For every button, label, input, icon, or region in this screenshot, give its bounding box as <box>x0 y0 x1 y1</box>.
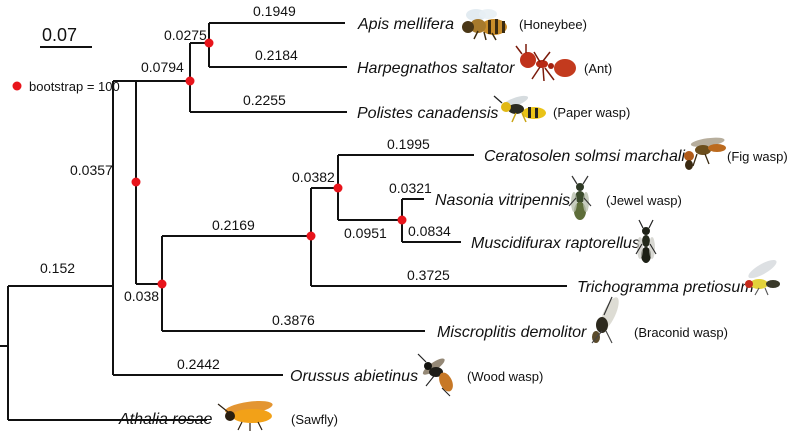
legend-label: bootstrap = 100 <box>29 79 120 94</box>
common-name: (Sawfly) <box>291 412 338 427</box>
bootstrap-dot-icon <box>12 81 22 91</box>
wood-wasp-icon <box>417 353 453 397</box>
taxon-name: Athalia rosae <box>118 411 212 428</box>
sawfly-icon <box>217 400 273 431</box>
branch-length-label: 0.0357 <box>70 162 113 178</box>
taxon-name: Miscroplitis demolitor <box>437 324 587 341</box>
legend: bootstrap = 100 <box>12 79 120 94</box>
bootstrap-node-dot <box>204 38 214 48</box>
jewel-wasp-icon <box>568 175 592 220</box>
common-name: (Fig wasp) <box>727 149 788 164</box>
common-name: (Ant) <box>584 61 612 76</box>
paper-wasp-icon <box>493 95 546 123</box>
common-name: (Jewel wasp) <box>606 193 682 208</box>
branch-length-label: 0.1949 <box>253 3 296 19</box>
branch-length-label: 0.0382 <box>292 169 335 185</box>
bootstrap-node-dot <box>157 279 167 289</box>
braconid-wasp-icon <box>591 296 619 344</box>
bootstrap-node-dot <box>131 177 141 187</box>
taxon-name: Polistes canadensis <box>357 105 498 122</box>
taxon-name: Muscidifurax raptorellus <box>471 235 640 252</box>
bootstrap-node-dot <box>185 76 195 86</box>
branch-length-label: 0.0834 <box>408 223 451 239</box>
branch-length-label: 0.0794 <box>141 59 184 75</box>
branch-length-label: 0.152 <box>40 260 75 276</box>
scale-bar-label: 0.07 <box>42 25 77 45</box>
trichogramma-icon <box>745 259 780 296</box>
branch-length-label: 0.2442 <box>177 356 220 372</box>
branch-length-label: 0.2184 <box>255 47 298 63</box>
bee-icon <box>462 9 507 41</box>
bootstrap-node-dot <box>333 183 343 193</box>
bootstrap-node-dot <box>397 215 407 225</box>
branch-length-label: 0.3725 <box>407 267 450 283</box>
branch-length-label: 0.0275 <box>164 27 207 43</box>
bootstrap-node-dot <box>306 231 316 241</box>
branch-length-label: 0.038 <box>124 288 159 304</box>
taxon-name: Apis mellifera <box>357 16 454 33</box>
common-name: (Wood wasp) <box>467 369 543 384</box>
common-name: (Braconid wasp) <box>634 325 728 340</box>
common-name-labels: (Honeybee) (Ant) (Paper wasp) (Fig wasp)… <box>291 17 788 427</box>
taxon-name: Orussus abietinus <box>290 368 418 385</box>
branch-length-label: 0.2255 <box>243 92 286 108</box>
branch-length-label: 0.0951 <box>344 225 387 241</box>
branch-length-labels: 0.1949 0.0275 0.2184 0.0794 0.2255 0.199… <box>40 3 451 372</box>
taxon-labels: Apis mellifera Harpegnathos saltator Pol… <box>118 16 754 428</box>
branch-length-label: 0.2169 <box>212 217 255 233</box>
fig-wasp-icon <box>684 137 726 170</box>
branch-length-label: 0.0321 <box>389 180 432 196</box>
common-name: (Paper wasp) <box>553 105 630 120</box>
muscidifurax-icon <box>635 219 657 263</box>
ant-icon <box>515 44 576 82</box>
bootstrap-nodes <box>131 38 407 289</box>
branch-length-label: 0.3876 <box>272 312 315 328</box>
taxon-name: Ceratosolen solmsi marchali <box>484 148 685 165</box>
taxon-name: Harpegnathos saltator <box>357 60 515 77</box>
scale-bar: 0.07 <box>40 25 92 48</box>
taxon-name: Trichogramma pretiosum <box>577 279 754 296</box>
common-name: (Honeybee) <box>519 17 587 32</box>
branch-length-label: 0.1995 <box>387 136 430 152</box>
taxon-name: Nasonia vitripennis <box>435 192 570 209</box>
